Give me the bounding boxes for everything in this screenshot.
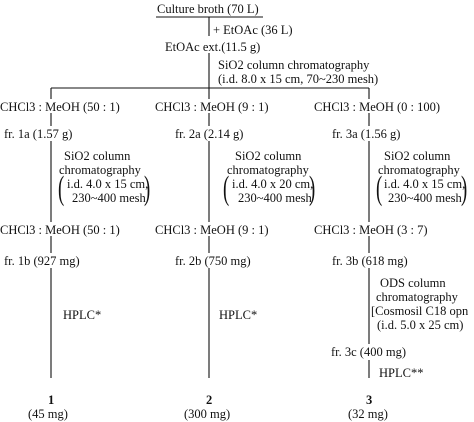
compound-1-number: 1 (48, 393, 55, 407)
col1-chrom-line-3: i.d. 4.0 x 15 cm, (67, 177, 149, 191)
col1-chrom-line-2: chromatography (59, 163, 141, 177)
col3-hplc: HPLC** (379, 366, 424, 380)
col3-eluent-2: CHCl3 : MeOH (3 : 7) (314, 223, 428, 237)
col3-eluent-1: CHCl3 : MeOH (0 : 100) (314, 100, 441, 114)
compound-3-yield: (32 mg) (348, 407, 388, 421)
col2-eluent-1: CHCl3 : MeOH (9 : 1) (155, 100, 269, 114)
culture-broth-label: Culture broth (70 L) (157, 2, 259, 16)
col3-ods-line-2: chromatography (376, 290, 458, 304)
col1-chrom-line-1: SiO2 column (64, 149, 131, 163)
col1-eluent-1: CHCl3 : MeOH (50 : 1) (0, 100, 120, 114)
col1-chrom-line-4: 230~400 mesh (72, 191, 146, 205)
col3-left-paren: ( (376, 170, 383, 207)
compound-1-yield: (45 mg) (28, 407, 68, 421)
sio2-column-conditions: (i.d. 8.0 x 15 cm, 70~230 mesh) (218, 72, 379, 86)
col2-hplc: HPLC* (219, 308, 258, 322)
col1-right-paren: ) (144, 170, 151, 207)
col1-left-paren: ( (58, 170, 65, 207)
col3-fraction-a: fr. 3a (1.56 g) (332, 127, 401, 141)
compound-2-yield: (300 mg) (184, 407, 231, 421)
col2-eluent-2: CHCl3 : MeOH (9 : 1) (155, 223, 269, 237)
col1-fraction-a: fr. 1a (1.57 g) (4, 127, 73, 141)
sio2-column-label: SiO2 column chromatography (218, 58, 370, 72)
col3-chrom-line-2: chromatography (378, 163, 460, 177)
col2-chrom-line-4: 230~400 mesh (238, 191, 312, 205)
col2-fraction-a: fr. 2a (2.14 g) (175, 127, 244, 141)
col3-chrom-line-4: 230~400 mesh (388, 191, 462, 205)
add-etoac-label: + EtOAc (36 L) (213, 23, 293, 37)
compound-2-number: 2 (206, 393, 213, 407)
col3-chrom-line-3: i.d. 4.0 x 15 cm, (384, 177, 466, 191)
col2-chrom-line-3: i.d. 4.0 x 20 cm, (232, 177, 314, 191)
col2-right-paren: ) (309, 170, 316, 207)
col3-fraction-c: fr. 3c (400 mg) (331, 345, 406, 359)
col2-fraction-b: fr. 2b (750 mg) (175, 254, 251, 268)
col3-ods-line-4: (i.d. 5.0 x 25 cm) (377, 318, 464, 332)
col1-eluent-2: CHCl3 : MeOH (50 : 1) (0, 223, 120, 237)
col3-chrom-line-1: SiO2 column (384, 149, 451, 163)
etoac-extract-label: EtOAc ext.(11.5 g) (165, 40, 261, 54)
col2-left-paren: ( (223, 170, 230, 207)
col2-chrom-line-2: chromatography (227, 163, 309, 177)
col1-hplc: HPLC* (63, 308, 102, 322)
compound-3-number: 3 (366, 393, 373, 407)
col3-fraction-b: fr. 3b (618 mg) (332, 254, 408, 268)
col3-ods-line-1: ODS column (380, 276, 446, 290)
col1-fraction-b: fr. 1b (927 mg) (4, 254, 80, 268)
col2-chrom-line-1: SiO2 column (235, 149, 302, 163)
col3-right-paren: ) (461, 170, 468, 207)
col3-ods-line-3: [Cosmosil C18 opn (371, 304, 469, 318)
